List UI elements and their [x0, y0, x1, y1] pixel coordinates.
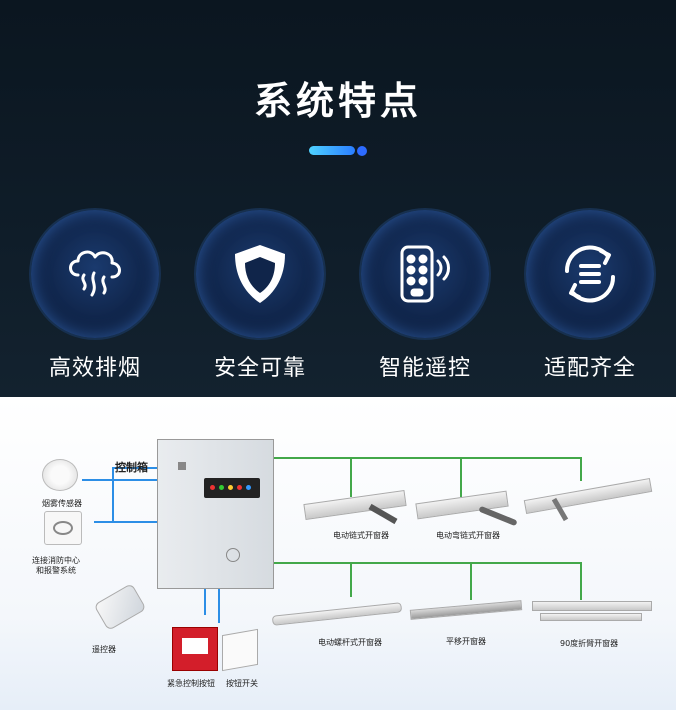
feature-label: 适配齐全	[543, 356, 636, 381]
feature-label: 安全可靠	[213, 356, 306, 381]
smoke-sensor-image	[42, 459, 78, 491]
wire-fire-center	[94, 521, 157, 523]
wire-vertical	[112, 467, 114, 523]
wire-down-left	[204, 585, 206, 615]
feature-label: 高效排烟	[48, 356, 141, 381]
chain-opener-label: 电动链式开窗器	[333, 531, 389, 540]
feature-label: 智能遥控	[378, 356, 471, 381]
wire-down-right	[218, 585, 220, 623]
smoke-cloud-icon	[69, 250, 121, 297]
emergency-button-label: 紧急控制按钮	[167, 679, 215, 688]
folding-opener-arm	[540, 613, 642, 621]
folding-opener-label: 90度折臂开窗器	[560, 639, 619, 648]
emergency-button-image	[172, 627, 218, 671]
wire-sensor	[82, 479, 157, 481]
wire-green-drop5	[470, 562, 472, 600]
wire-green-bottom	[272, 562, 582, 564]
arm-opener-image	[523, 477, 653, 515]
fire-center-label-1: 连接消防中心	[32, 556, 80, 565]
features-section: 系统特点 高效排烟 安全可靠	[0, 0, 676, 397]
system-diagram: 烟雾传感器 连接消防中心 和报警系统 控制箱 遥控器 紧急控制按钮 按钮开关 电…	[0, 397, 676, 710]
feature-remote: 智能遥控	[350, 210, 500, 382]
parallel-opener-image	[409, 600, 523, 620]
title-underline-dash	[309, 146, 355, 155]
screw-opener-image	[271, 602, 403, 626]
refresh-cycle-icon	[564, 245, 616, 303]
smoke-sensor-label: 烟雾传感器	[42, 499, 82, 508]
remote-label: 遥控器	[92, 645, 116, 654]
wire-green-drop3	[580, 457, 582, 481]
control-box-image	[157, 439, 274, 589]
feature-icon-circle	[526, 210, 654, 338]
wire-green-drop6	[580, 562, 582, 600]
screw-opener-label: 电动螺杆式开窗器	[318, 638, 382, 647]
remote-control-icon	[400, 245, 450, 303]
shield-icon	[235, 245, 285, 303]
wire-green-drop4	[350, 562, 352, 597]
folding-opener-image	[532, 601, 652, 611]
feature-icon-circle	[361, 210, 489, 338]
remote-image	[93, 583, 147, 631]
fire-center-image	[44, 511, 82, 545]
wire-green-drop2	[460, 457, 462, 497]
parallel-opener-label: 平移开窗器	[446, 637, 486, 646]
feature-safety: 安全可靠	[185, 210, 335, 382]
curved-chain-opener-label: 电动弯链式开窗器	[436, 531, 500, 540]
button-switch-image	[222, 628, 258, 672]
fire-center-label-2: 和报警系统	[36, 566, 76, 575]
control-box-label: 控制箱	[115, 461, 148, 474]
feature-icon-circle	[196, 210, 324, 338]
feature-icon-circle	[31, 210, 159, 338]
wire-green-top	[272, 457, 582, 459]
button-switch-label: 按钮开关	[226, 679, 258, 688]
wire-green-drop1	[350, 457, 352, 497]
curved-chain-opener-arm	[478, 505, 518, 527]
feature-compatibility: 适配齐全	[515, 210, 665, 382]
title-underline-dot	[357, 146, 367, 156]
wire-top	[112, 467, 157, 469]
section-title: 系统特点	[253, 79, 422, 123]
feature-smoke-exhaust: 高效排烟	[20, 210, 170, 382]
